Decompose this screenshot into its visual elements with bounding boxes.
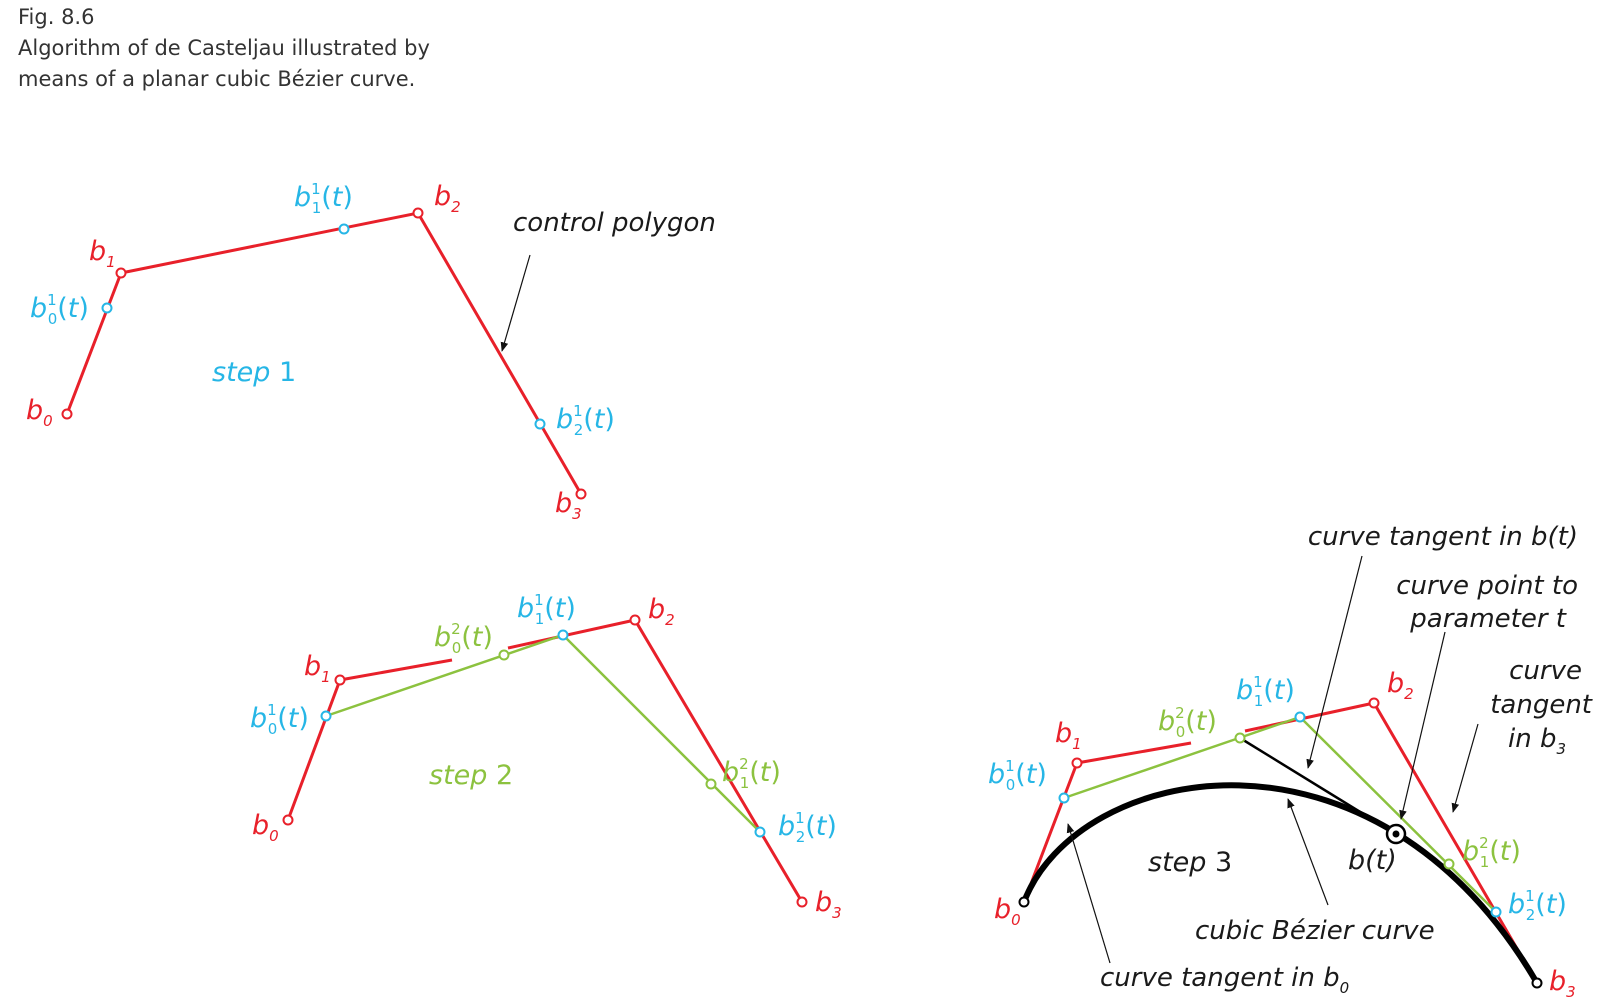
point-b12 [1443,858,1455,870]
control-polygon-3a [1022,741,1192,903]
level1-polygon-3 [1063,736,1240,800]
label-b0: b0 [252,810,279,845]
step-2-label: step 2 [429,760,513,791]
point-b11 [557,629,569,641]
annotation-tangent-b0: curve tangent in b0 [1100,963,1349,997]
point-b3 [575,488,587,500]
annotation-tangent-b3-1: curve [1509,656,1582,686]
label-b2: b2 [434,181,461,216]
point-b1 [1071,757,1083,769]
point-b3 [796,896,808,908]
point-b02 [498,649,510,661]
label-b3: b3 [1549,966,1576,998]
arrow-tangent-bt [1306,555,1363,769]
label-b1: b1 [304,651,331,686]
figure-description-line-1: Algorithm of de Casteljau illustrated by [18,36,430,60]
point-b12 [705,778,717,790]
point-b21 [534,418,546,430]
point-b21 [1490,906,1502,918]
point-b2 [1368,697,1380,709]
annotation-tangent-b3-3: in b3 [1508,724,1566,758]
annotation-curve-point-1: curve point to [1396,571,1578,601]
control-polygon-2a [286,658,453,821]
annotation-tangent-b3-2: tangent [1490,690,1593,720]
point-b0 [1018,896,1030,908]
label-b0: b0 [994,894,1021,929]
label-b2: b2 [648,594,675,629]
point-b11 [338,223,350,235]
curve-point-bt-label: b(t) [1348,845,1397,876]
point-b0 [61,408,73,420]
point-b3 [1531,977,1543,989]
figure-number: Fig. 8.6 [18,5,95,29]
level1-polygon-2 [325,633,761,833]
control-polygon-arrow [500,254,531,352]
point-b2 [412,207,424,219]
annotation-curve-point-2: parameter t [1409,604,1567,634]
label-b1: b1 [89,236,116,271]
label-b0: b0 [26,395,53,430]
point-b1 [334,674,346,686]
cubic-bezier-curve [1021,782,1540,985]
figure-description-line-2: means of a planar cubic Bézier curve. [18,67,416,91]
figure-caption: Fig. 8.6 Algorithm of de Casteljau illus… [18,2,430,95]
label-b3: b3 [555,488,582,523]
annotation-tangent-bt: curve tangent in b(t) [1308,522,1578,552]
point-b01 [320,710,332,722]
label-b2: b2 [1387,668,1414,703]
curve-point-bt-inner [1392,830,1400,838]
label-b1: b1 [1055,718,1082,753]
label-b3: b3 [815,887,842,922]
arrow-tangent-b3 [1451,723,1479,813]
point-b01 [101,302,113,314]
point-b1 [115,267,127,279]
step-1-label: step 1 [212,357,296,388]
point-b11 [1294,711,1306,723]
point-b02 [1234,732,1246,744]
point-b2 [629,614,641,626]
arrow-curve-point [1399,631,1446,820]
control-polygon-label: control polygon [513,208,716,238]
point-b0 [282,814,294,826]
control-polygon-1 [65,211,583,495]
step-3-label: step 3 [1148,847,1232,878]
arrow-tangent-b0 [1066,823,1111,964]
annotation-bezier: cubic Bézier curve [1195,916,1435,946]
point-b21 [754,826,766,838]
point-b01 [1058,792,1070,804]
arrow-bezier [1287,798,1329,906]
